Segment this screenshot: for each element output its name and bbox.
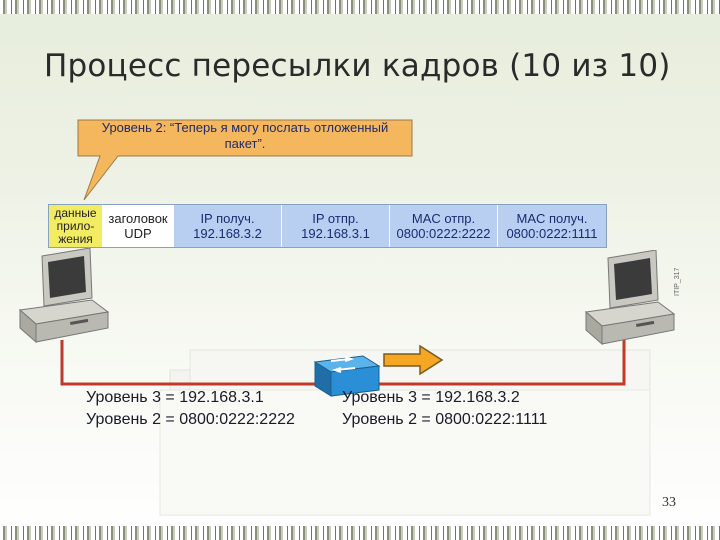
- computer-icon: [584, 250, 676, 346]
- image-id-watermark: ITIP_317: [674, 267, 681, 296]
- frame-text: IP получ.: [200, 211, 255, 226]
- speech-callout: [77, 119, 413, 201]
- left-host-layer2: Уровень 2 = 0800:0222:2222: [86, 411, 295, 428]
- right-host-layer2: Уровень 2 = 0800:0222:1111: [342, 411, 548, 428]
- frame-text: жения: [58, 231, 93, 246]
- callout-text: Уровень 2: “Теперь я могу послать отложе…: [80, 120, 410, 152]
- top-decor-stripes: [0, 0, 720, 14]
- frame-cell-mac-dst: MAC получ. 0800:0222:1111: [498, 205, 606, 247]
- frame-cell-mac-src: MAC отпр. 0800:0222:2222: [390, 205, 498, 247]
- page-number: 33: [662, 495, 676, 510]
- frame-text: 192.168.3.2: [193, 226, 262, 241]
- right-host-layer3: Уровень 3 = 192.168.3.2: [342, 389, 520, 406]
- right-arrow-icon: [383, 344, 444, 376]
- paper-stack-decor: [159, 349, 651, 516]
- frame-text: IP отпр.: [312, 211, 359, 226]
- frame-cell-udp-header: заголовок UDP: [103, 205, 174, 247]
- frame-text: UDP: [124, 226, 152, 241]
- frame-cell-ip-src: IP отпр. 192.168.3.1: [282, 205, 390, 247]
- page-title: Процесс пересылки кадров (10 из 10): [44, 48, 671, 84]
- computer-icon: [18, 248, 110, 344]
- frame-cell-app-data: данные прило- жения: [49, 205, 103, 247]
- callout-line-1: Уровень 2: “Теперь я могу послать отложе…: [101, 120, 389, 135]
- frame-text: 192.168.3.1: [301, 226, 370, 241]
- callout-line-2: пакет”.: [224, 136, 266, 151]
- frame-text: заголовок: [108, 211, 168, 226]
- frame-cell-ip-dst: IP получ. 192.168.3.2: [174, 205, 282, 247]
- bottom-decor-stripes: [0, 526, 720, 540]
- frame-text: MAC получ.: [516, 211, 588, 226]
- frame-text: данные: [54, 205, 97, 220]
- frame-text: 0800:0222:1111: [506, 226, 598, 241]
- frame-text: MAC отпр.: [411, 211, 476, 226]
- left-host-layer3: Уровень 3 = 192.168.3.1: [86, 389, 264, 406]
- frame-structure: данные прило- жения заголовок UDP IP пол…: [48, 204, 607, 248]
- switch-icon: [313, 355, 381, 397]
- frame-text: прило-: [56, 218, 95, 233]
- frame-text: 0800:0222:2222: [396, 226, 491, 241]
